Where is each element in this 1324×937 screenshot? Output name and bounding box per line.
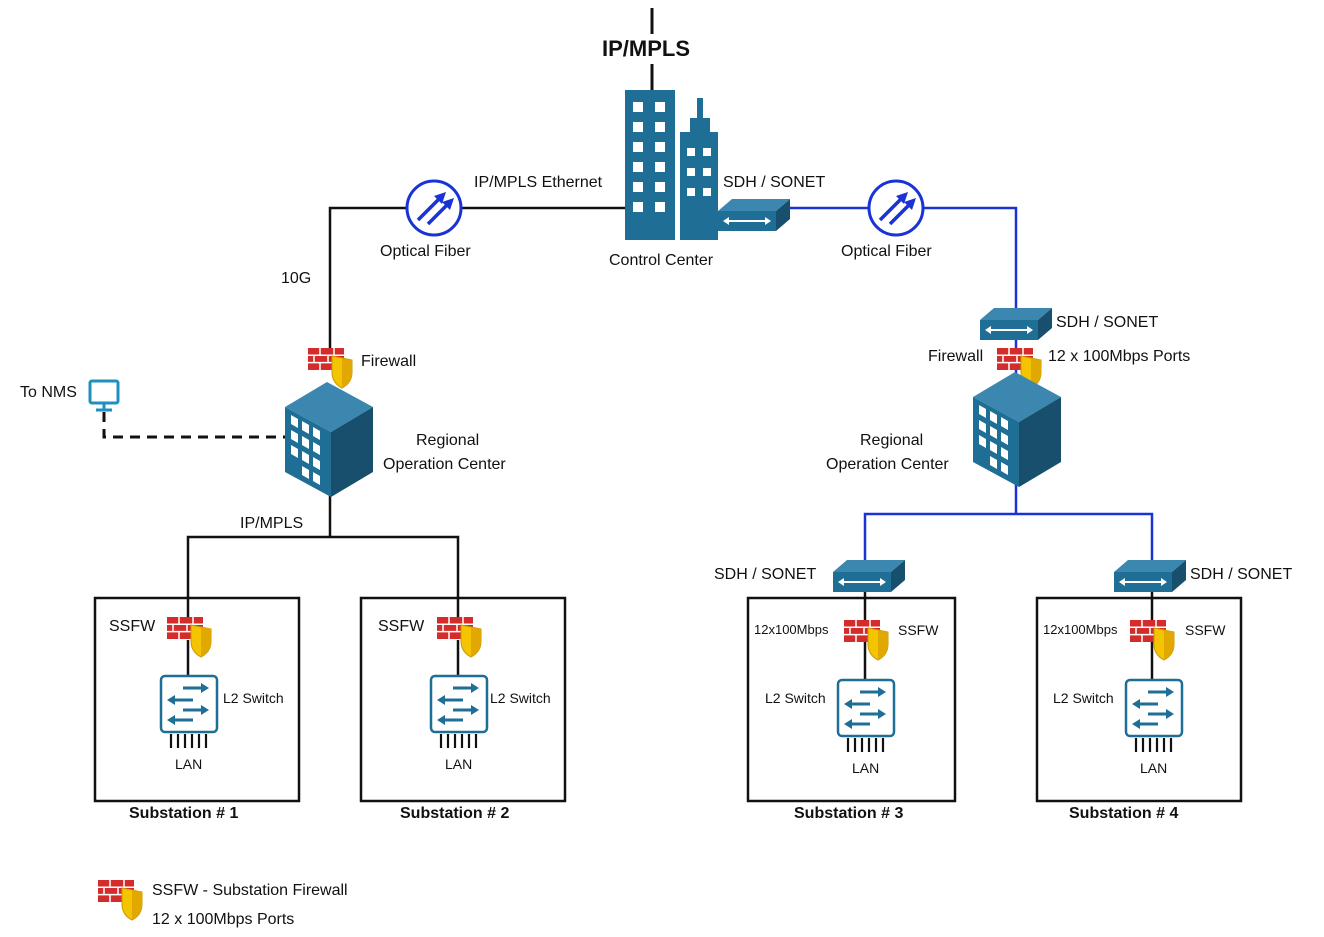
substation-2-name: Substation # 2 xyxy=(400,805,510,822)
substation-3-box xyxy=(746,596,957,803)
legend-firewall-icon xyxy=(97,879,143,921)
substation-4-sdh-label: SDH / SONET xyxy=(1190,566,1293,583)
right-sdh-label: SDH / SONET xyxy=(1056,314,1159,331)
right-roc-label-1: Regional xyxy=(860,432,924,449)
substation-3-sdh-device xyxy=(832,559,906,593)
substation-1-box xyxy=(93,596,301,803)
right-roc-label-2: Operation Center xyxy=(826,456,949,473)
substation-3-name: Substation # 3 xyxy=(794,805,904,822)
control-center-building xyxy=(625,90,718,240)
right-firewall-label: Firewall xyxy=(928,348,984,365)
substation-1-switch-icon xyxy=(159,674,219,750)
substation-2-box xyxy=(359,596,567,803)
left-roc-label-1: Regional xyxy=(416,432,480,449)
right-substation-links xyxy=(863,590,1154,680)
substation-2-lan-label: LAN xyxy=(445,756,473,772)
substation-4-name: Substation # 4 xyxy=(1069,805,1179,822)
control-center-right-link-label: SDH / SONET xyxy=(723,174,826,191)
left-speed-label: 10G xyxy=(281,270,312,287)
right-roc-building-icon xyxy=(973,372,1061,487)
right-sdh-device xyxy=(979,307,1053,341)
substation-3-ports-label: 12x100Mbps xyxy=(754,622,829,637)
substation-3-sdh-label: SDH / SONET xyxy=(714,566,817,583)
left-optical-fiber-icon xyxy=(405,179,463,237)
right-ports-label: 12 x 100Mbps Ports xyxy=(1048,348,1191,365)
substation-4-box xyxy=(1035,596,1243,803)
substation-3-switch-label: L2 Switch xyxy=(765,690,826,706)
right-optical-fiber-icon xyxy=(867,179,925,237)
substation-1-name: Substation # 1 xyxy=(129,805,239,822)
left-roc-building-icon xyxy=(285,382,373,497)
substation-4-lan-label: LAN xyxy=(1140,760,1168,776)
substation-2-switch-icon xyxy=(429,674,489,750)
substation-4-ssfw-label: SSFW xyxy=(1185,622,1226,638)
left-fiber-label: Optical Fiber xyxy=(380,243,471,260)
substation-4-switch-icon xyxy=(1124,678,1184,754)
control-center-sdh-device xyxy=(717,198,791,232)
substation-3-switch-icon xyxy=(836,678,896,754)
left-firewall-icon xyxy=(307,347,353,389)
substation-3-ssfw-label: SSFW xyxy=(898,622,939,638)
substation-1-ssfw-label: SSFW xyxy=(109,618,156,635)
left-roc-label-2: Operation Center xyxy=(383,456,506,473)
nms-dashed-link xyxy=(102,412,285,439)
left-firewall-label: Firewall xyxy=(361,353,417,370)
substation-2-switch-label: L2 Switch xyxy=(490,690,551,706)
substation-3-lan-label: LAN xyxy=(852,760,880,776)
substation-1-switch-label: L2 Switch xyxy=(223,690,284,706)
legend-line-1: SSFW - Substation Firewall xyxy=(152,882,348,899)
control-center-label: Control Center xyxy=(609,252,714,269)
nms-label: To NMS xyxy=(20,384,77,401)
legend-line-2: 12 x 100Mbps Ports xyxy=(152,911,295,928)
diagram-title: IP/MPLS xyxy=(602,36,691,61)
left-links xyxy=(186,206,630,676)
substation-1-lan-label: LAN xyxy=(175,756,203,772)
control-center-left-link-label: IP/MPLS Ethernet xyxy=(474,174,603,191)
right-fiber-label: Optical Fiber xyxy=(841,243,932,260)
substation-4-ports-label: 12x100Mbps xyxy=(1043,622,1118,637)
nms-monitor-icon xyxy=(88,379,120,412)
substation-4-switch-label: L2 Switch xyxy=(1053,690,1114,706)
left-bus-label: IP/MPLS xyxy=(240,515,304,532)
substation-4-sdh-device xyxy=(1113,559,1187,593)
right-links xyxy=(790,206,1154,566)
substation-2-ssfw-label: SSFW xyxy=(378,618,425,635)
